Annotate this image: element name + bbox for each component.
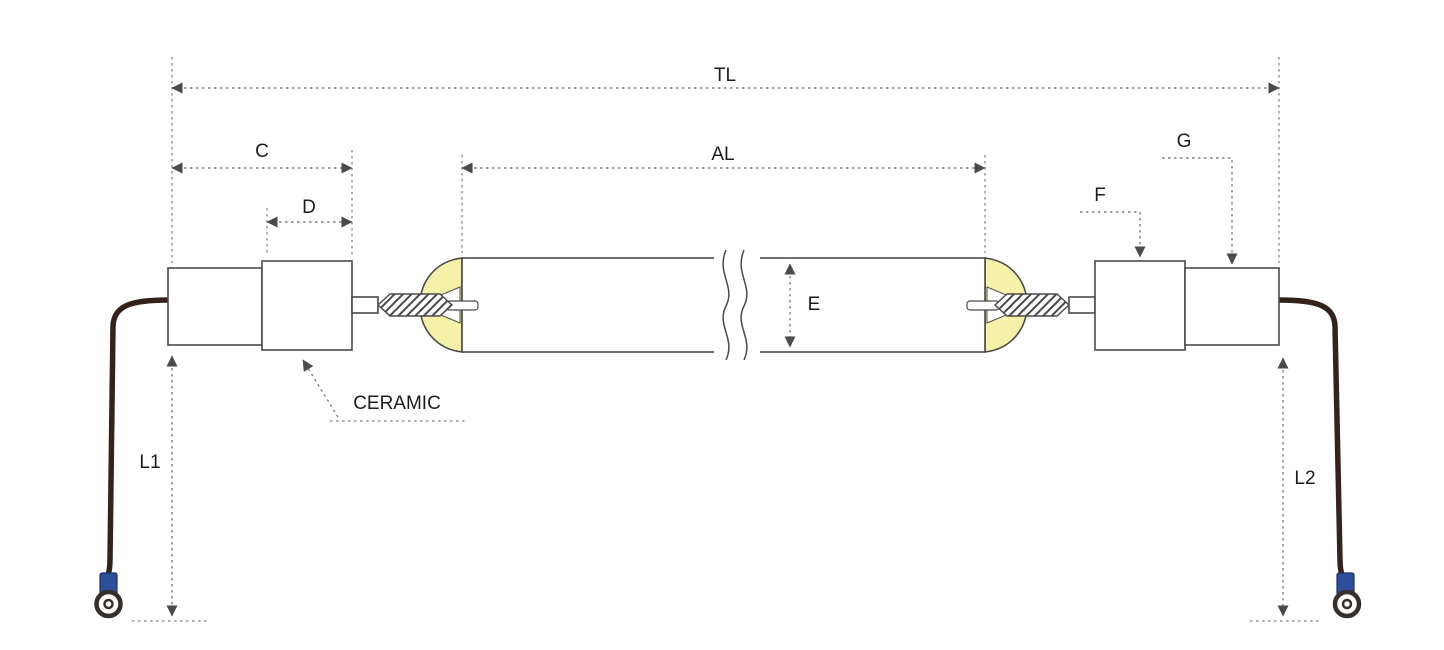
dim-leader-g [1162, 157, 1238, 265]
ceramic-block-right [1094, 260, 1186, 351]
end-cap-right [1184, 267, 1280, 346]
dim-label-c: C [255, 141, 269, 162]
lead-wire-right [1276, 297, 1362, 619]
ring-terminal-right-hole [1341, 598, 1353, 610]
dim-label-f: F [1094, 185, 1106, 206]
break-gap [714, 251, 760, 359]
leader-ceramic [302, 359, 339, 418]
dim-label-g: G [1177, 131, 1192, 152]
wire-right-path [1276, 297, 1346, 581]
stem-left [351, 296, 379, 314]
label-ceramic: CERAMIC [353, 393, 441, 414]
ceramic-block-left [261, 260, 353, 351]
dim-label-d: D [302, 197, 316, 218]
break-symbol-left [722, 249, 730, 361]
dim-label-l1: L1 [139, 452, 160, 473]
crimp-connector-right [993, 293, 1071, 317]
dim-leader-f [1080, 211, 1146, 258]
lead-wire-left [94, 297, 171, 619]
crimp-connector-left [376, 293, 454, 317]
ring-terminal-left-hole [103, 598, 114, 610]
dim-label-tl: TL [714, 65, 736, 86]
dimension-labels: TL C D AL E F G L1 L2 CERAMIC [139, 65, 1315, 489]
dimension-lines [132, 57, 1320, 622]
end-cap-left [167, 267, 263, 346]
dim-label-l2: L2 [1294, 468, 1315, 489]
dim-label-e: E [808, 294, 821, 315]
wire-left-path [104, 297, 171, 581]
lamp-body [167, 249, 1280, 361]
dim-label-al: AL [711, 144, 734, 165]
break-symbol-right [740, 249, 748, 361]
inner-pin-right [966, 300, 1000, 311]
stem-right [1068, 296, 1096, 314]
